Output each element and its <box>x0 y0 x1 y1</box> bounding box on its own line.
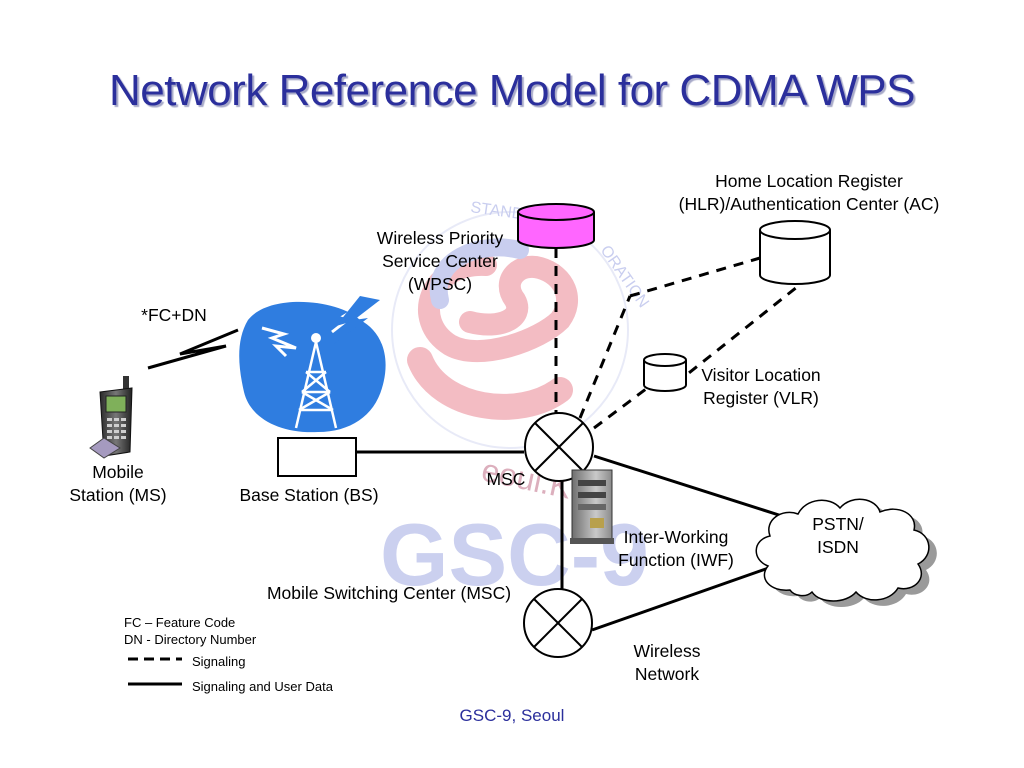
legend-fc: FC – Feature Code <box>124 615 236 630</box>
legend-dn: DN - Directory Number <box>124 632 257 647</box>
msc2-switch-icon <box>523 588 593 658</box>
wpsc-database-icon <box>517 203 595 249</box>
msc-pstn-link <box>593 454 783 518</box>
radio-link-icon <box>147 328 239 370</box>
slide-title: Network Reference Model for CDMA WPS <box>108 66 916 115</box>
base-station-label: Base Station (BS) <box>239 485 379 505</box>
fc-dn-label: *FC+DN <box>141 305 207 325</box>
pstn-label: PSTN/ISDN <box>812 514 864 557</box>
legend-signaling-data: Signaling and User Data <box>192 679 333 694</box>
base-station-box <box>277 437 357 477</box>
msc-node-label: MSC <box>486 469 526 489</box>
signaling-lines <box>554 248 798 430</box>
signal-bolt-icon <box>334 296 380 344</box>
msc2-pstn-link <box>591 562 781 632</box>
msc-hlr-link-1 <box>578 295 632 419</box>
msc-hlr-link-2 <box>629 256 761 298</box>
hlr-database-icon <box>759 220 831 285</box>
legend-signaling: Signaling <box>192 654 246 669</box>
pstn-cloud-icon <box>755 498 937 607</box>
vlr-hlr-link <box>674 285 798 386</box>
cell-tower-icon <box>239 301 386 433</box>
vlr-database-icon <box>643 353 687 392</box>
hlr-label: Home Location Register(HLR)/Authenticati… <box>678 171 940 214</box>
msc-switch-icon <box>524 412 594 482</box>
msc-caption-label: Mobile Switching Center (MSC) <box>266 583 512 603</box>
msc-vlr-link <box>593 384 651 430</box>
data-lines <box>356 450 783 632</box>
iwf-server-icon <box>570 469 614 544</box>
mobile-phone-icon <box>89 376 133 459</box>
footer-text: GSC-9, Seoul <box>459 706 565 725</box>
